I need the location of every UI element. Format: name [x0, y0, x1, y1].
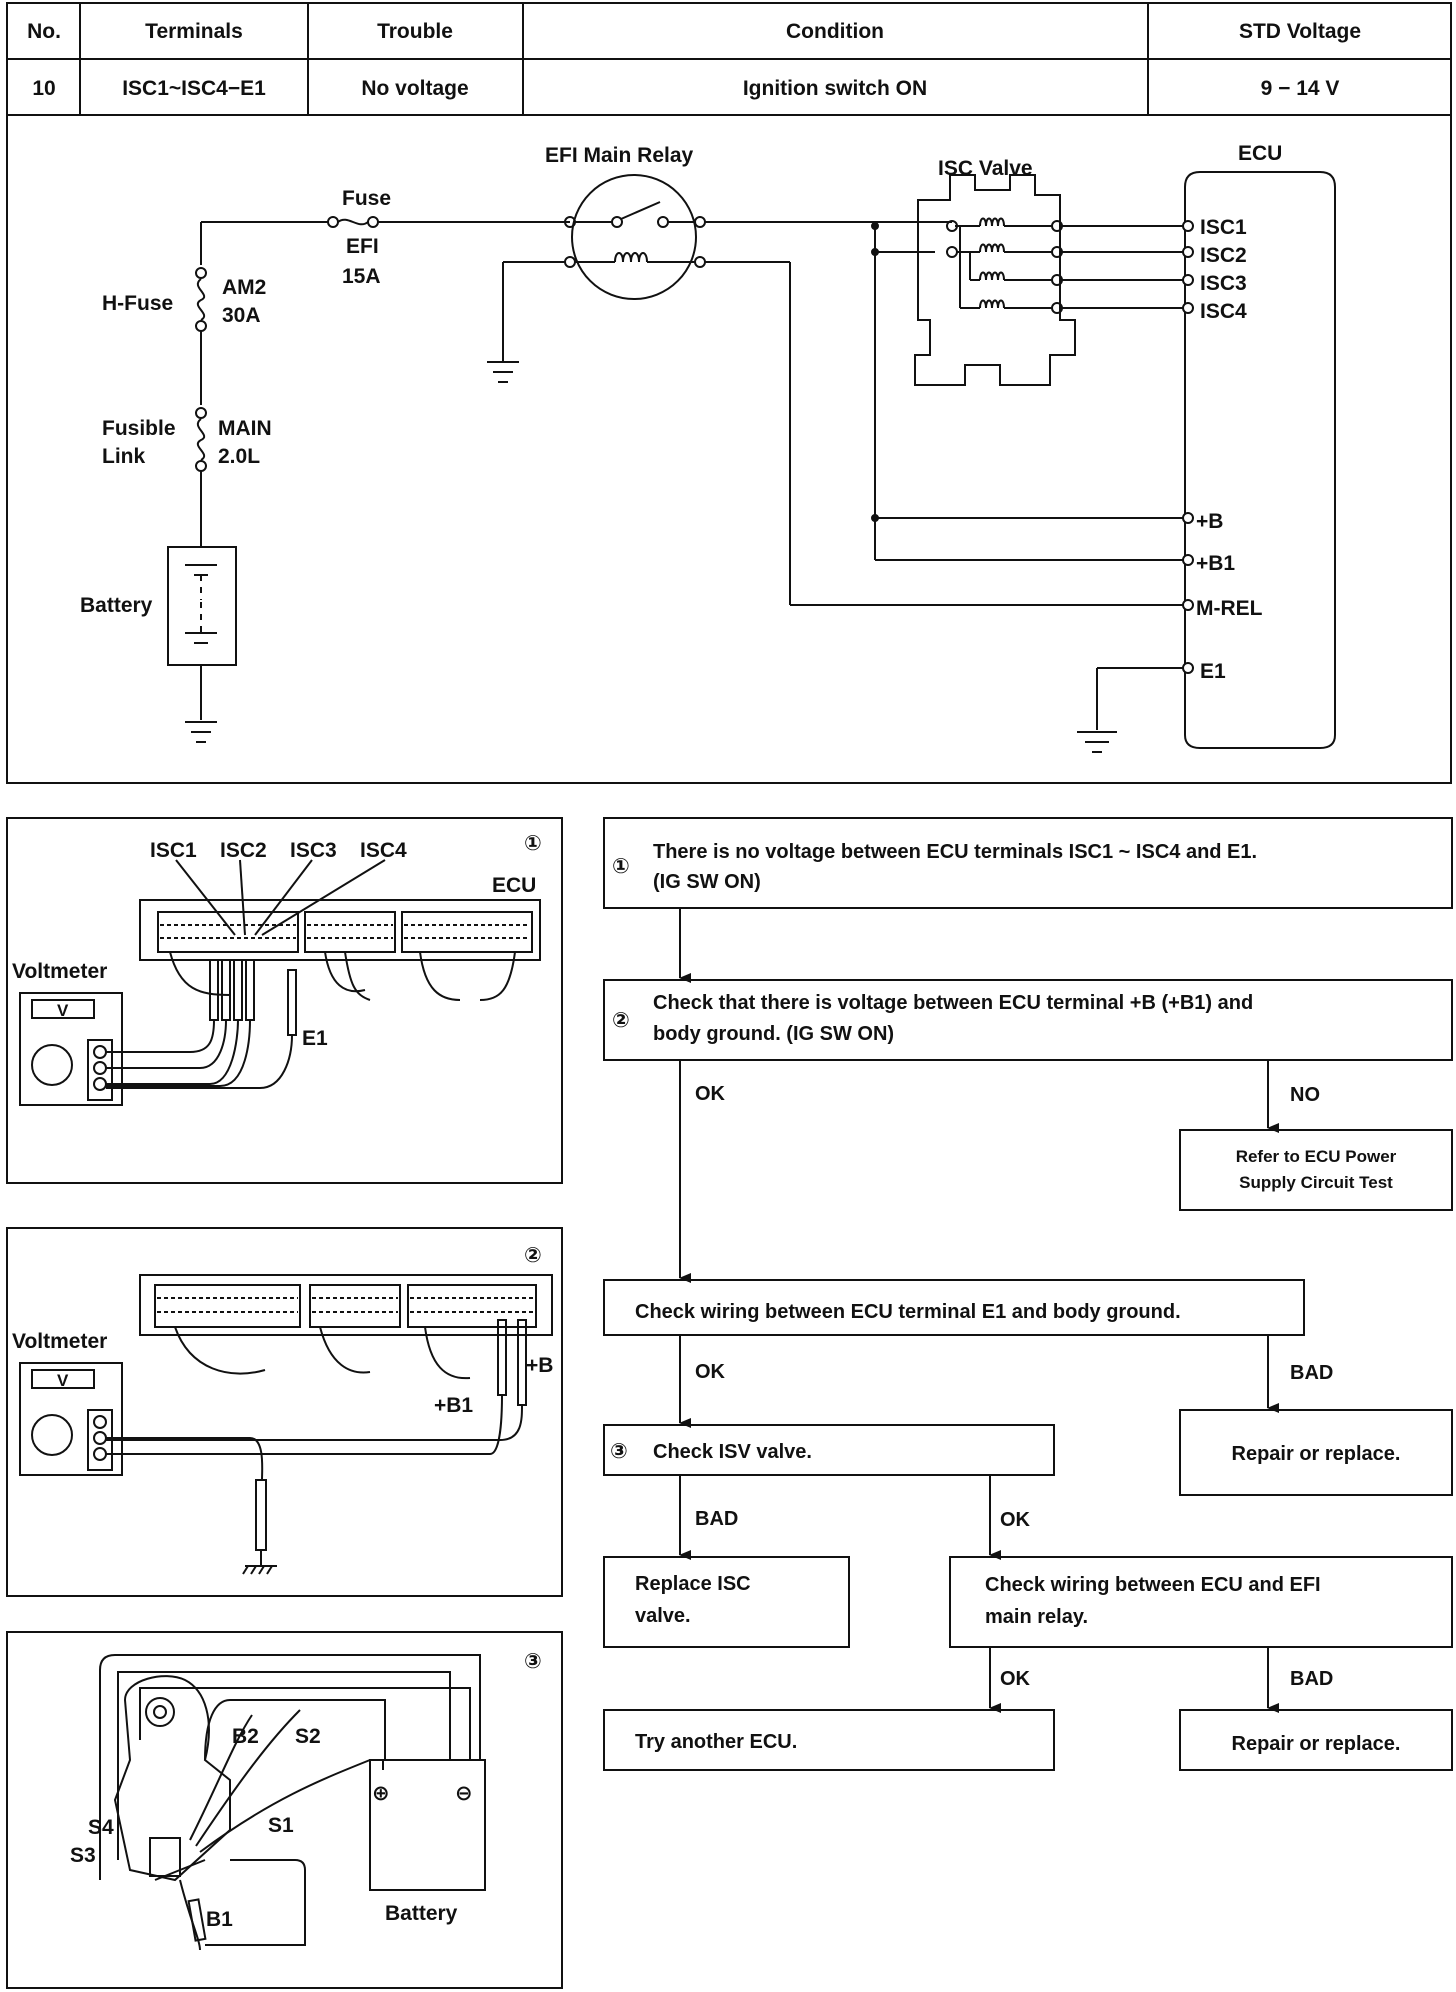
figure-3-b1: B1 [206, 1908, 233, 1931]
flow-bad-1: BAD [1290, 1362, 1333, 1384]
figure-3-isc-valve-test [6, 1631, 563, 1989]
flow-no-1: NO [1290, 1084, 1320, 1106]
header-std-voltage: STD Voltage [1239, 20, 1361, 43]
flow-step2-line1: Check that there is voltage between ECU … [653, 992, 1253, 1014]
fusible-name: MAIN [218, 417, 272, 440]
hfuse-name: AM2 [222, 276, 266, 299]
cell-no: 10 [32, 77, 55, 100]
flow-step3-number: ③ [610, 1440, 628, 1463]
figure-1-pin-isc1: ISC1 [150, 839, 197, 862]
figure-1-pin-isc2: ISC2 [220, 839, 267, 862]
header-condition: Condition [786, 20, 884, 43]
hfuse-rating: 30A [222, 304, 261, 327]
header-trouble: Trouble [377, 20, 453, 43]
figure-3-plus-terminal: ⊕ [372, 1782, 390, 1805]
ecu-terminal-isc1: ISC1 [1200, 216, 1247, 239]
ecu-terminal-plus-b1: +B1 [1196, 552, 1235, 575]
flow-step2-line2: body ground. (IG SW ON) [653, 1023, 894, 1045]
figure-3-s4: S4 [88, 1816, 114, 1839]
flow-relay-check-line2: main relay. [985, 1606, 1088, 1628]
flow-ok-2: OK [695, 1361, 726, 1383]
ecu-label: ECU [1238, 142, 1282, 165]
flow-step2-number: ② [612, 1009, 630, 1032]
flow-step1-line2: (IG SW ON) [653, 871, 761, 893]
header-terminals: Terminals [145, 20, 243, 43]
flow-ok-1: OK [695, 1083, 726, 1105]
figure-2-meter-v: V [57, 1371, 69, 1390]
figure-3-b2: B2 [232, 1725, 259, 1748]
flow-replace-line2: valve. [635, 1605, 691, 1627]
fuse-name: EFI [346, 235, 379, 258]
flow-try-ecu: Try another ECU. [635, 1731, 797, 1753]
figure-1-pin-isc3: ISC3 [290, 839, 337, 862]
flow-relay-check-line1: Check wiring between ECU and EFI [985, 1574, 1321, 1596]
flow-e1-check: Check wiring between ECU terminal E1 and… [635, 1301, 1181, 1323]
figure-3-s1: S1 [268, 1814, 294, 1837]
flowchart [603, 817, 1453, 1771]
figure-2-voltmeter-b [6, 1227, 563, 1597]
flow-bad-3: BAD [1290, 1668, 1333, 1690]
flow-power-line1: Refer to ECU Power [1236, 1147, 1397, 1166]
figure-3-minus-terminal: ⊖ [455, 1782, 473, 1805]
figure-3-s3: S3 [70, 1844, 96, 1867]
fusible-label-line1: Fusible [102, 417, 176, 440]
ecu-terminal-plus-b: +B [1196, 510, 1223, 533]
cell-terminals: ISC1~ISC4−E1 [122, 77, 266, 100]
ecu-terminal-m-rel: M-REL [1196, 597, 1263, 620]
flow-step1-number: ① [612, 855, 630, 878]
flow-replace-line1: Replace ISC [635, 1573, 751, 1595]
flow-ok-4: OK [1000, 1668, 1031, 1690]
figure-2-voltmeter: Voltmeter [12, 1330, 107, 1353]
figure-3-number: ③ [524, 1650, 542, 1673]
flow-ok-3: OK [1000, 1509, 1031, 1531]
cell-std-voltage: 9 − 14 V [1261, 77, 1340, 100]
figure-1-voltmeter-isc [6, 817, 563, 1184]
flow-power-line2: Supply Circuit Test [1239, 1173, 1393, 1192]
battery-label: Battery [80, 594, 153, 617]
cell-condition: Ignition switch ON [743, 77, 927, 100]
fuse-rating: 15A [342, 265, 381, 288]
figure-1-pin-isc4: ISC4 [360, 839, 407, 862]
cell-trouble: No voltage [361, 77, 468, 100]
figure-2-plus-b: +B [526, 1354, 553, 1377]
flow-step3: Check ISV valve. [653, 1441, 812, 1463]
ecu-terminal-isc4: ISC4 [1200, 300, 1247, 323]
figure-1-e1: E1 [302, 1027, 328, 1050]
fusible-rating: 2.0L [218, 445, 260, 468]
ecu-terminal-isc2: ISC2 [1200, 244, 1247, 267]
figure-2-plus-b1: +B1 [434, 1394, 473, 1417]
hfuse-label: H-Fuse [102, 292, 173, 315]
figure-1-ecu: ECU [492, 874, 536, 897]
fusible-label-line2: Link [102, 445, 145, 468]
flow-repair-1: Repair or replace. [1232, 1443, 1401, 1465]
flow-bad-2: BAD [695, 1508, 738, 1530]
figure-1-meter-v: V [57, 1001, 69, 1020]
flow-repair-2: Repair or replace. [1232, 1733, 1401, 1755]
flow-step1-line1: There is no voltage between ECU terminal… [653, 841, 1257, 863]
isc-valve-label: ISC Valve [938, 157, 1033, 180]
circuit-diagram [6, 114, 1452, 784]
figure-3-s2: S2 [295, 1725, 321, 1748]
figure-2-number: ② [524, 1244, 542, 1267]
figure-1-number: ① [524, 832, 542, 855]
fuse-label: Fuse [342, 187, 391, 210]
figure-1-voltmeter: Voltmeter [12, 960, 107, 983]
ecu-terminal-isc3: ISC3 [1200, 272, 1247, 295]
relay-label: EFI Main Relay [545, 144, 694, 167]
figure-3-battery: Battery [385, 1902, 458, 1925]
header-no: No. [27, 20, 61, 43]
ecu-terminal-e1: E1 [1200, 660, 1226, 683]
